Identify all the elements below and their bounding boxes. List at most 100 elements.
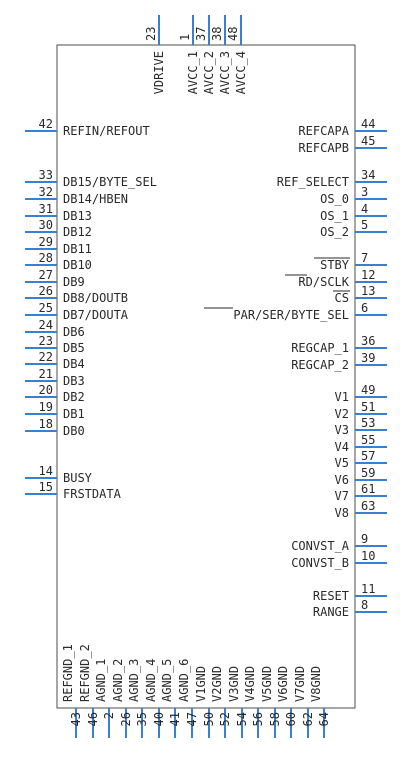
pin-number: 36 [361, 334, 375, 348]
pin-label-db2: DB2 [63, 390, 85, 404]
pin-label-v2gnd: V2GND [210, 666, 224, 702]
pin-label-refgnd-1: REFGND_1 [61, 644, 75, 702]
pin-number: 62 [301, 712, 315, 726]
pin-number: 33 [39, 168, 53, 182]
pin-number: 26 [119, 712, 133, 726]
pin-number: 23 [39, 334, 53, 348]
pin-label-db4: DB4 [63, 357, 85, 371]
pin-label-v5gnd: V5GND [260, 666, 274, 702]
pin-label-avcc-1: AVCC_1 [186, 51, 200, 94]
pin-number: 10 [361, 549, 375, 563]
pin-number: 50 [202, 712, 216, 726]
pin-number: 34 [361, 168, 375, 182]
pin-number: 20 [39, 383, 53, 397]
pin-number: 9 [361, 532, 368, 546]
pin-label-avcc-2: AVCC_2 [202, 51, 216, 94]
pin-label-refin-refout: REFIN/REFOUT [63, 124, 150, 138]
pin-number: 55 [361, 433, 375, 447]
pin-label-db1: DB1 [63, 407, 85, 421]
pin-label-db3: DB3 [63, 374, 85, 388]
pin-number: 15 [39, 480, 53, 494]
pin-label-ref-select: REF_SELECT [277, 175, 349, 189]
pin-number: 39 [361, 351, 375, 365]
pin-number: 64 [317, 712, 331, 726]
pin-label-stby: STBY [320, 258, 350, 272]
pin-label-regcap-2: REGCAP_2 [291, 358, 349, 372]
pin-label-db14-hben: DB14/HBEN [63, 192, 128, 206]
pin-number: 53 [361, 416, 375, 430]
pin-number: 49 [361, 383, 375, 397]
pin-label-agnd-2: AGND_2 [111, 659, 125, 702]
pin-label-par-ser-byte-sel: PAR/SER/BYTE_SEL [233, 308, 349, 322]
pin-label-cs: CS [335, 291, 349, 305]
pin-label-os-2: OS_2 [320, 225, 349, 239]
pin-label-v1gnd: V1GND [194, 666, 208, 702]
pin-label-v3: V3 [335, 423, 349, 437]
pin-label-avcc-3: AVCC_3 [218, 51, 232, 94]
pin-number: 4 [361, 202, 368, 216]
pin-label-os-1: OS_1 [320, 209, 349, 223]
pin-number: 47 [185, 712, 199, 726]
pin-label-v8: V8 [335, 506, 349, 520]
pin-label-refgnd-2: REFGND_2 [78, 644, 92, 702]
pin-label-db0: DB0 [63, 424, 85, 438]
pin-label-agnd-1: AGND_1 [94, 659, 108, 702]
pin-number: 1 [178, 34, 192, 41]
pin-label-convst-b: CONVST_B [291, 556, 349, 570]
pin-number: 14 [39, 464, 53, 478]
pin-label-range: RANGE [313, 605, 349, 619]
pin-number: 6 [361, 301, 368, 315]
pin-number: 41 [168, 712, 182, 726]
pin-label-v7: V7 [335, 489, 349, 503]
pin-label-v6gnd: V6GND [276, 666, 290, 702]
pin-number: 58 [268, 712, 282, 726]
pin-label-v6: V6 [335, 473, 349, 487]
pin-number: 43 [69, 712, 83, 726]
pin-number: 29 [39, 235, 53, 249]
pin-number: 51 [361, 400, 375, 414]
pin-number: 13 [361, 284, 375, 298]
pin-number: 27 [39, 268, 53, 282]
pin-label-db8-doutb: DB8/DOUTB [63, 291, 128, 305]
pin-number: 8 [361, 598, 368, 612]
pin-number: 60 [284, 712, 298, 726]
pin-number: 12 [361, 268, 375, 282]
pin-number: 63 [361, 499, 375, 513]
pin-number: 22 [39, 350, 53, 364]
pin-label-vdrive: VDRIVE [152, 51, 166, 94]
pin-label-refcapa: REFCAPA [298, 124, 349, 138]
pin-label-v8gnd: V8GND [309, 666, 323, 702]
pin-label-agnd-4: AGND_4 [144, 659, 158, 702]
pin-number: 38 [210, 27, 224, 41]
pin-number: 48 [226, 27, 240, 41]
pin-number: 37 [194, 27, 208, 41]
pin-label-refcapb: REFCAPB [298, 141, 349, 155]
pin-number: 19 [39, 400, 53, 414]
pin-number: 52 [218, 712, 232, 726]
pin-label-db10: DB10 [63, 258, 92, 272]
pin-number: 56 [251, 712, 265, 726]
pin-label-db9: DB9 [63, 275, 85, 289]
pin-number: 61 [361, 482, 375, 496]
pin-label-agnd-6: AGND_6 [177, 659, 191, 702]
pin-number: 26 [39, 284, 53, 298]
pin-number: 31 [39, 202, 53, 216]
pin-label-db5: DB5 [63, 341, 85, 355]
pin-number: 28 [39, 251, 53, 265]
pin-label-reset: RESET [313, 589, 349, 603]
pin-number: 40 [152, 712, 166, 726]
pin-number: 2 [102, 712, 116, 719]
pin-number: 35 [135, 712, 149, 726]
pin-number: 23 [144, 27, 158, 41]
pin-label-busy: BUSY [63, 471, 93, 485]
pin-number: 30 [39, 218, 53, 232]
pin-number: 11 [361, 582, 375, 596]
pin-label-v4: V4 [335, 440, 349, 454]
pin-label-agnd-5: AGND_5 [160, 659, 174, 702]
pin-label-convst-a: CONVST_A [291, 539, 350, 553]
pin-number: 21 [39, 367, 53, 381]
pin-number: 18 [39, 417, 53, 431]
pin-number: 46 [86, 712, 100, 726]
pin-label-db12: DB12 [63, 225, 92, 239]
